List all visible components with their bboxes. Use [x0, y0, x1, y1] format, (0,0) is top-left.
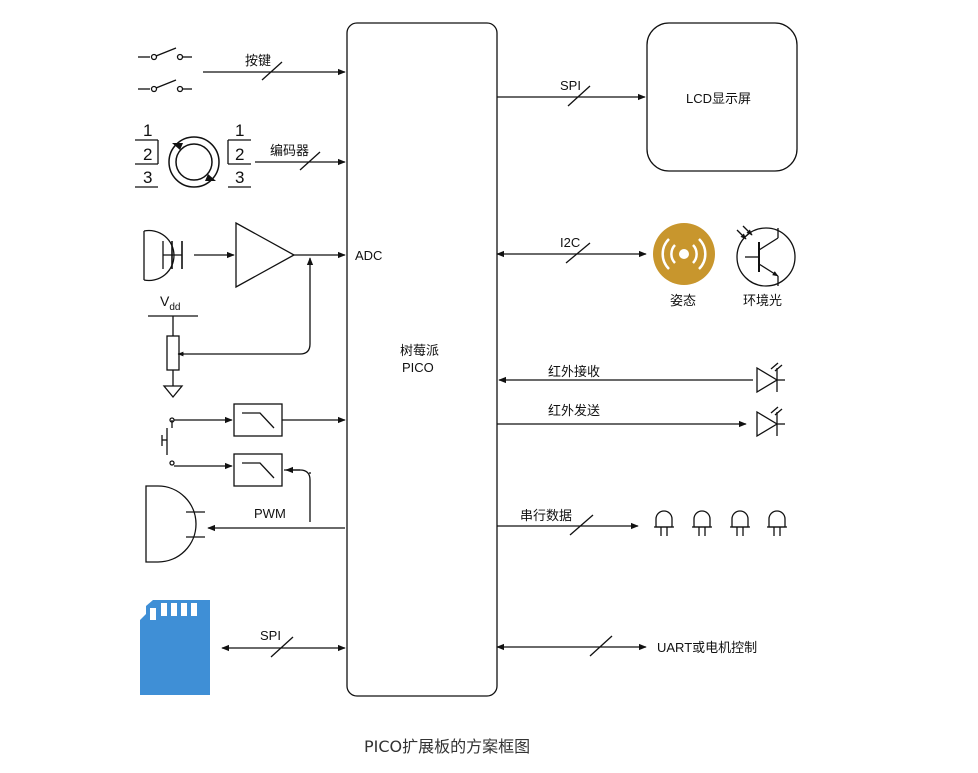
phototransistor-icon — [736, 225, 796, 287]
switch-icon — [138, 47, 192, 93]
led-icon — [692, 510, 712, 536]
encoder-pin-label: 1 — [235, 121, 244, 140]
potentiometer — [166, 335, 180, 371]
uart-label: UART或电机控制 — [657, 640, 757, 655]
encoder-pin-label: 3 — [235, 168, 244, 187]
ground-icon — [162, 385, 184, 399]
sd-spi-label: SPI — [260, 628, 281, 643]
lcd-block — [646, 22, 798, 172]
ir-led-icon — [756, 406, 785, 438]
sd-card-icon — [140, 600, 210, 695]
encoder-icon — [135, 136, 251, 188]
buzzer-icon — [145, 485, 205, 563]
led-icon — [654, 510, 674, 536]
pico-subtitle: PICO — [402, 360, 434, 375]
microphone-icon — [143, 229, 183, 282]
keys-label: 按键 — [245, 53, 271, 68]
filter-2 — [233, 453, 283, 487]
ir-receive-label: 红外接收 — [548, 364, 600, 379]
encoder-pin-label: 3 — [143, 168, 152, 187]
ir-receiver-icon — [756, 362, 785, 394]
vdd-label: Vdd — [160, 293, 180, 313]
pwm-label: PWM — [254, 506, 286, 521]
serial-data-label: 串行数据 — [520, 508, 572, 523]
filter-1 — [233, 403, 283, 437]
posture-label: 姿态 — [670, 293, 696, 308]
adc-label: ADC — [355, 248, 382, 263]
pico-title: 树莓派 — [400, 343, 439, 358]
motion-sensor-icon — [653, 223, 715, 285]
ir-send-label: 红外发送 — [548, 403, 600, 418]
figure-caption: PICO扩展板的方案框图 — [364, 737, 530, 756]
lcd-label: LCD显示屏 — [686, 91, 751, 106]
push-button-icon — [161, 417, 175, 466]
amplifier-triangle — [235, 221, 296, 289]
pico-block — [346, 22, 498, 697]
encoder-label: 编码器 — [270, 143, 309, 158]
encoder-pin-label: 1 — [143, 121, 152, 140]
led-icon — [730, 510, 750, 536]
i2c-label: I2C — [560, 235, 580, 250]
encoder-pin-label: 2 — [143, 145, 152, 164]
encoder-pin-label: 2 — [235, 145, 244, 164]
led-icon — [767, 510, 787, 536]
ambient-light-label: 环境光 — [743, 293, 782, 308]
spi-label: SPI — [560, 78, 581, 93]
